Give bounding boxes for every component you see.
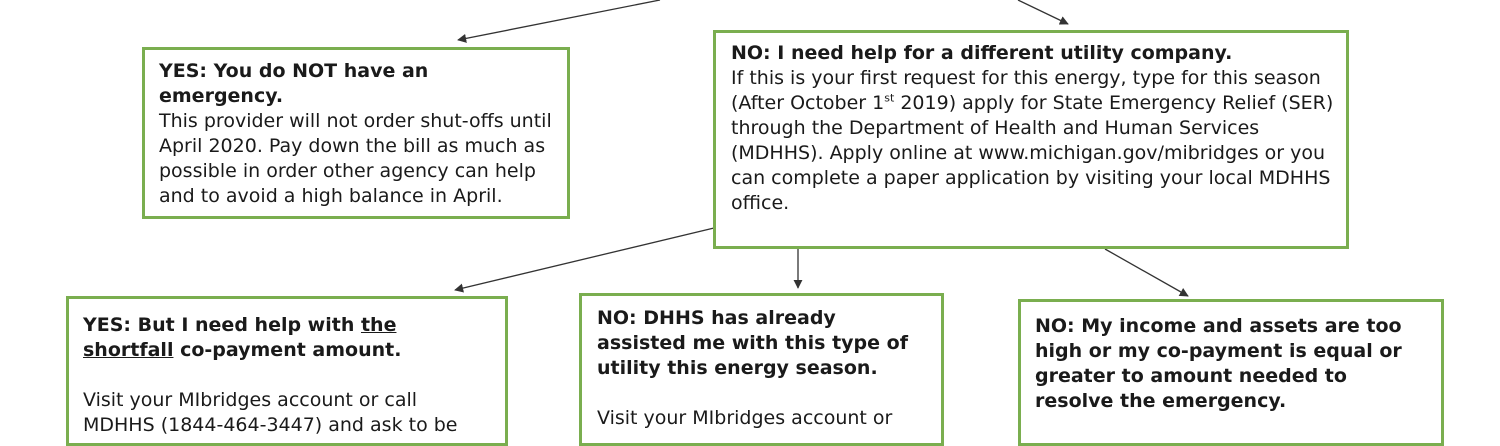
box-body: Visit your MIbridges account or call MDH…	[83, 389, 458, 436]
arrow-to-income-too-high	[1104, 248, 1189, 297]
box-body-part: If this is your first request for this e…	[731, 67, 1321, 114]
box-body: If this is your first request for this e…	[731, 66, 1336, 216]
box-already-assisted: NO: DHHS has already assisted me with th…	[579, 293, 944, 446]
box-body: Visit your MIbridges account or	[597, 407, 893, 429]
box-income-too-high: NO: My income and assets are too high or…	[1018, 299, 1444, 446]
box-heading: YES: But I need help with the shortfall …	[83, 313, 493, 363]
connector-arrows	[454, 0, 1189, 297]
heading-part: co-payment amount.	[173, 339, 402, 361]
box-different-utility: NO: I need help for a different utility …	[713, 30, 1349, 249]
box-heading: YES: You do NOT have an emergency.	[159, 60, 429, 107]
heading-part: YES: But I need help with	[83, 314, 361, 336]
arrow-to-yes-no-emergency	[457, 0, 661, 43]
superscript: st	[884, 91, 895, 105]
box-shortfall: YES: But I need help with the shortfall …	[66, 296, 508, 446]
box-heading: NO: DHHS has already assisted me with th…	[597, 307, 908, 379]
box-heading: NO: I need help for a different utility …	[731, 42, 1233, 64]
box-heading: NO: My income and assets are too high or…	[1035, 315, 1402, 412]
box-body-part: 2019) apply for State Emergency Relief (…	[731, 92, 1334, 214]
box-body: This provider will not order shut-offs u…	[159, 110, 552, 207]
arrow-to-shortfall	[454, 227, 715, 293]
arrow-to-different-utility	[1017, 0, 1069, 25]
underlined-phrase: the shortfall	[83, 314, 397, 361]
box-yes-no-emergency: YES: You do NOT have an emergency. This …	[142, 47, 570, 219]
